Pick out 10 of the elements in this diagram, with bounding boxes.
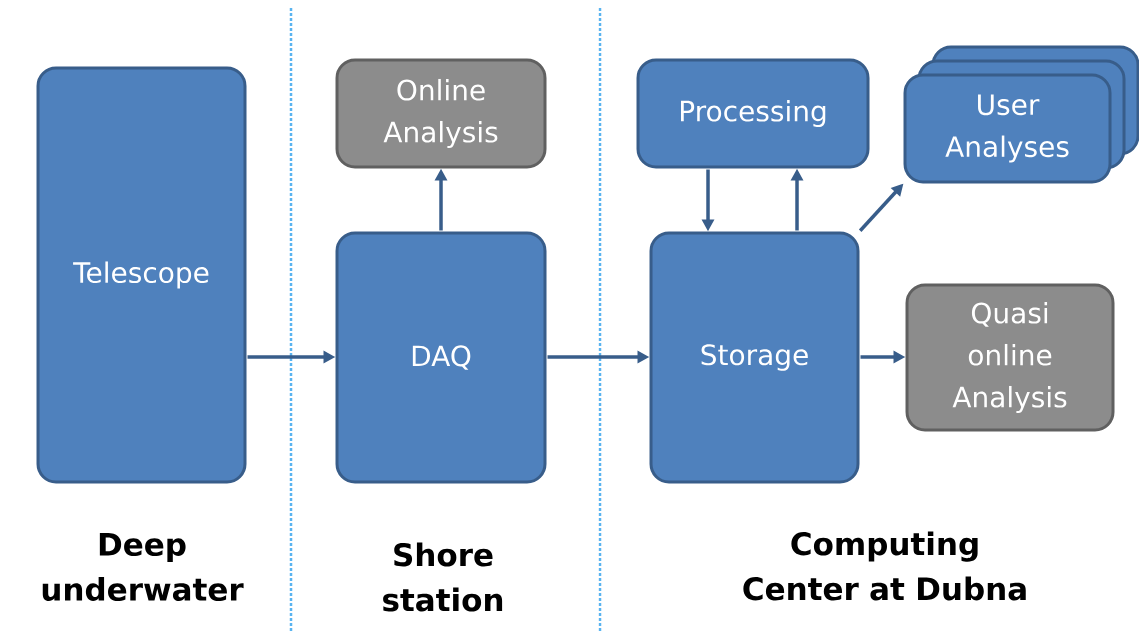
section-label: Deep underwater	[42, 533, 244, 601]
stacked-box: User Analyses	[903, 45, 1139, 184]
process-box: Quasi online Analysis	[905, 283, 1115, 432]
process-box: Processing	[636, 58, 870, 169]
process-box: Online Analysis	[335, 58, 547, 169]
process-box: DAQ	[335, 231, 547, 484]
section-label: Shore station	[383, 542, 503, 612]
process-box: Storage	[649, 231, 860, 484]
section-label: Computing Center at Dubna	[743, 531, 1026, 601]
process-box: Telescope	[36, 66, 247, 484]
